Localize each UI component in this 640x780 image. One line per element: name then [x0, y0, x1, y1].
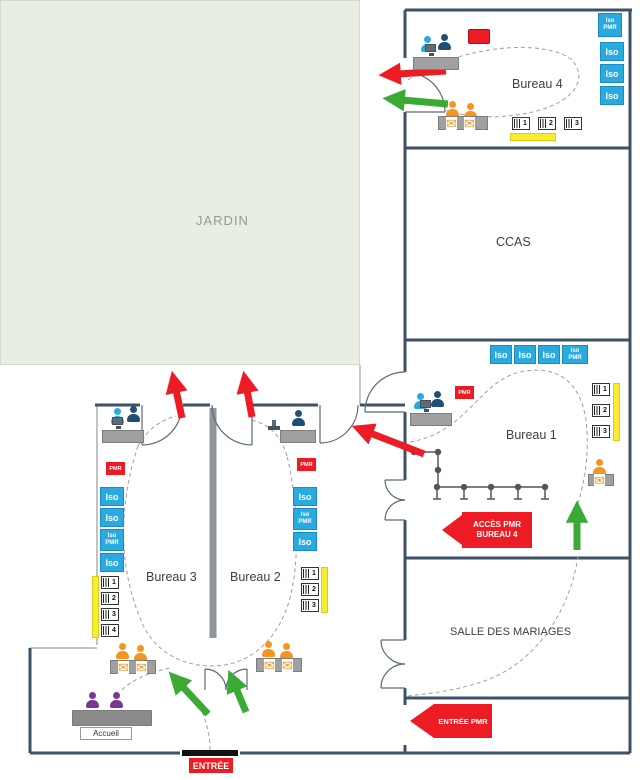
ticket-dispenser: 1 [301, 567, 319, 580]
entree-pmr-arrowhead [410, 704, 434, 738]
iso-pmr-booth: Iso PMR [598, 13, 622, 37]
waiting-strip [92, 576, 99, 638]
acces-pmr-bureau4-sign: ACCÈS PMR BUREAU 4 [462, 512, 532, 548]
queue-barriers [410, 448, 549, 500]
envelope-icon: ✉ [446, 116, 457, 131]
iso-booth: Iso [600, 64, 624, 83]
waiting-strip [613, 383, 620, 441]
desk [588, 474, 614, 486]
desk [413, 57, 459, 70]
acces-pmr-arrowhead [442, 515, 462, 545]
salle-mariages-label: SALLE DES MARIAGES [450, 626, 572, 638]
ccas-label: CCAS [496, 235, 531, 249]
person-icon [134, 645, 147, 662]
entree-sign: ENTRÉE [188, 757, 234, 774]
person-icon [262, 641, 275, 658]
envelope-icon: ✉ [282, 658, 293, 673]
entree-pmr-sign: ENTRÉE PMR [434, 704, 492, 738]
reception-desk [72, 710, 152, 726]
desk [256, 658, 302, 672]
pmr-machine: PMR [455, 386, 474, 399]
ticket-dispenser: 2 [101, 592, 119, 605]
iso-booth: Iso [293, 532, 317, 551]
ticket-dispenser: 3 [101, 608, 119, 621]
ticket-dispenser: 1 [512, 117, 530, 130]
ticket-dispenser: 3 [592, 425, 610, 438]
person-icon [116, 643, 129, 660]
iso-booth: Iso [100, 553, 124, 572]
waiting-strip [321, 567, 328, 613]
person-icon [127, 406, 140, 423]
person-icon [438, 34, 451, 51]
person-icon [292, 410, 305, 427]
person-icon [111, 408, 124, 425]
desk [438, 116, 488, 130]
desk [102, 430, 144, 443]
iso-booth: Iso [600, 86, 624, 105]
jardin-area [0, 0, 360, 365]
iso-pmr-booth: Iso PMR [293, 508, 317, 530]
jardin-label: JARDIN [196, 213, 249, 228]
ticket-dispenser: 4 [101, 624, 119, 637]
ticket-dispenser: 3 [301, 599, 319, 612]
iso-booth: Iso [538, 345, 560, 364]
ticket-dispenser: 2 [538, 117, 556, 130]
desk [110, 660, 156, 674]
ticket-dispenser: 2 [301, 583, 319, 596]
bureau4-label: Bureau 4 [512, 77, 563, 91]
accueil-label: Accueil [80, 727, 132, 740]
pmr-machine: PMR [106, 462, 125, 475]
bureau1-label: Bureau 1 [506, 428, 557, 442]
computer-icon [425, 44, 436, 56]
person-icon [110, 692, 123, 709]
stamp-icon [268, 420, 280, 431]
envelope-icon: ✉ [118, 660, 129, 675]
iso-pmr-booth: Iso PMR [562, 345, 588, 364]
computer-icon [420, 400, 431, 412]
person-icon [414, 393, 427, 410]
printer-icon [468, 29, 490, 44]
person-icon [446, 101, 459, 118]
ticket-dispenser: 3 [564, 117, 582, 130]
computer-icon [112, 417, 123, 429]
ticket-dispenser: 2 [592, 404, 610, 417]
iso-booth: Iso [490, 345, 512, 364]
iso-booth: Iso [100, 487, 124, 506]
light-walls [30, 365, 361, 649]
envelope-icon: ✉ [464, 116, 475, 131]
bureau2-label: Bureau 2 [230, 570, 281, 584]
iso-booth: Iso [100, 508, 124, 527]
person-icon [421, 36, 434, 53]
iso-booth: Iso [514, 345, 536, 364]
person-icon [431, 391, 444, 408]
person-icon [593, 459, 606, 476]
bureau3-label: Bureau 3 [146, 570, 197, 584]
iso-booth: Iso [600, 42, 624, 61]
ticket-dispenser: 1 [101, 576, 119, 589]
desk [410, 413, 452, 426]
envelope-icon: ✉ [264, 658, 275, 673]
ticket-dispenser: 1 [592, 383, 610, 396]
envelope-icon: ✉ [594, 473, 605, 488]
waiting-strip [510, 133, 556, 141]
iso-pmr-booth: Iso PMR [100, 529, 124, 551]
iso-booth: Iso [293, 487, 317, 506]
envelope-icon: ✉ [136, 660, 147, 675]
pmr-machine: PMR [297, 458, 316, 471]
person-icon [464, 103, 477, 120]
desk [280, 430, 316, 443]
person-icon [86, 692, 99, 709]
person-icon [280, 643, 293, 660]
